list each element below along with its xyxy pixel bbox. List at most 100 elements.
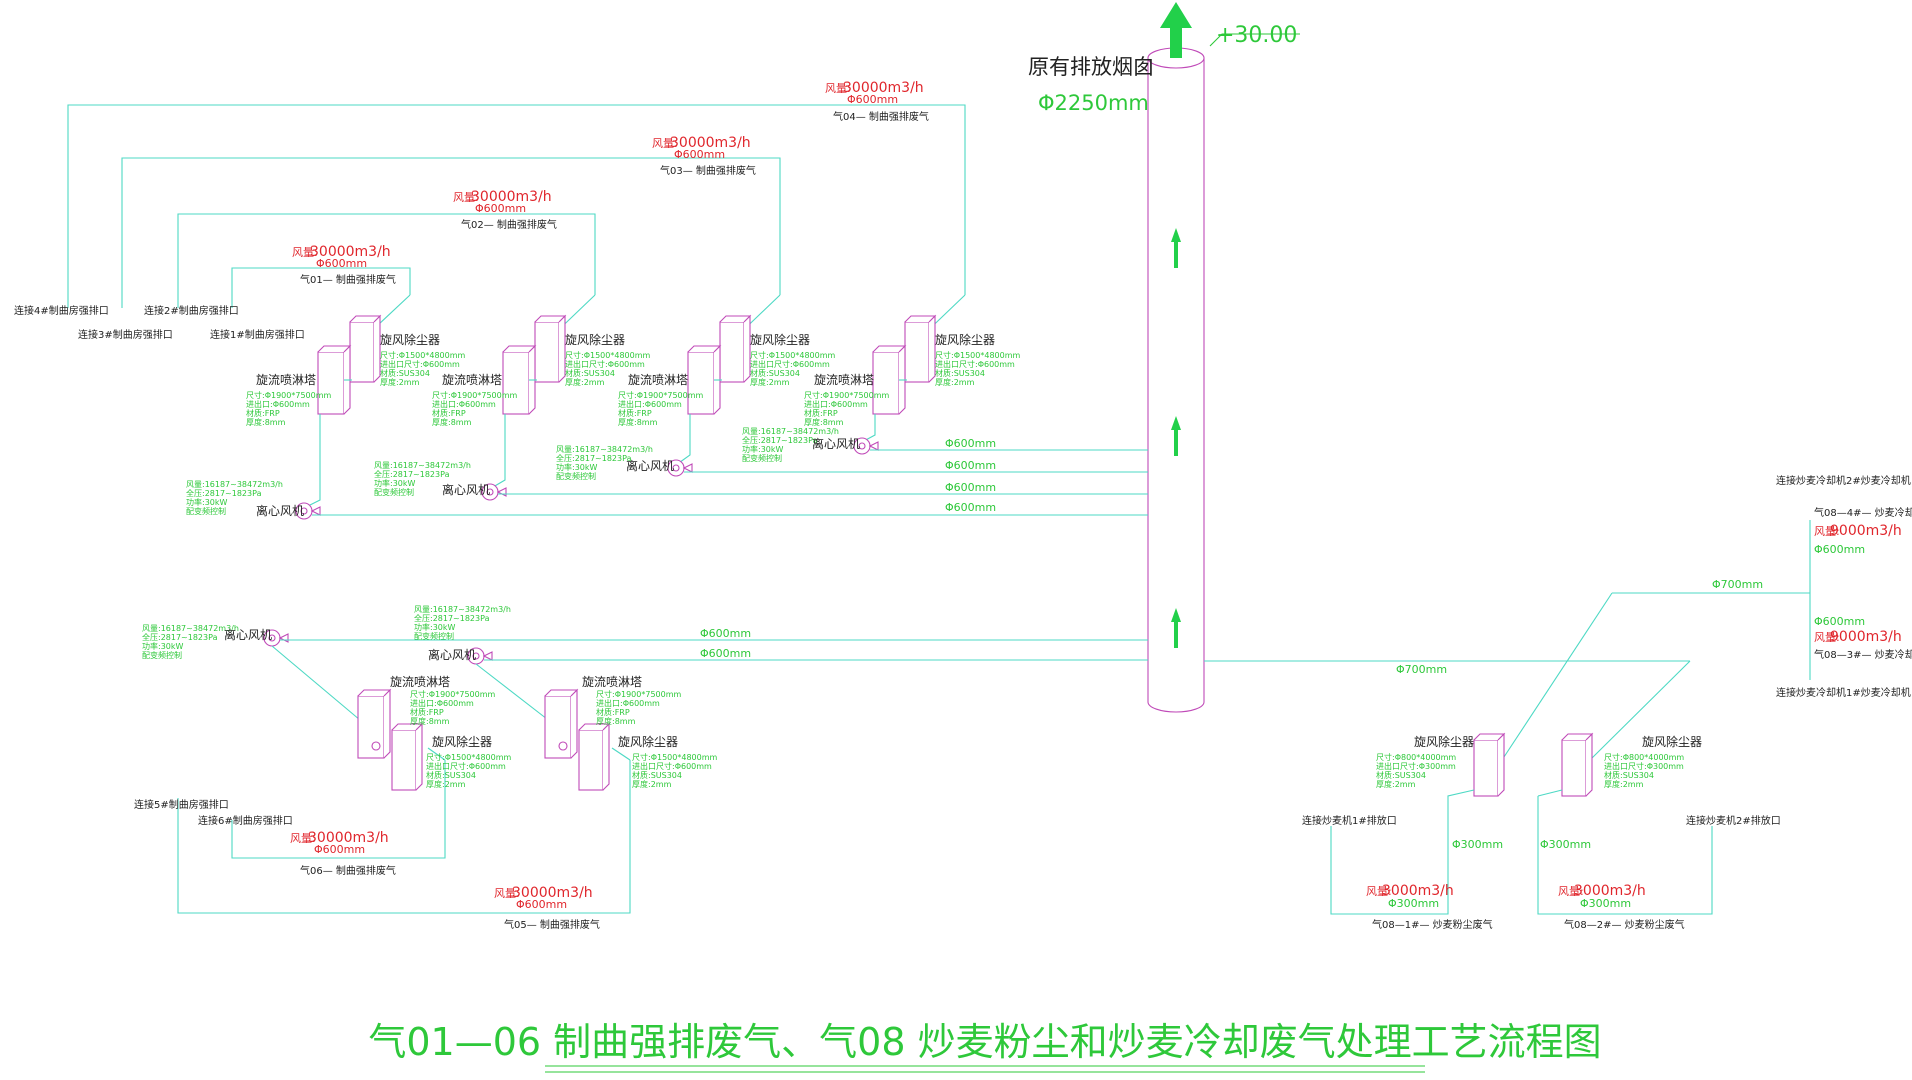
- svg-text:尺寸:Φ1500*4800mm: 尺寸:Φ1500*4800mm: [380, 350, 466, 360]
- upper-header-ducts: [67, 104, 966, 341]
- svg-text:功率:30kW: 功率:30kW: [414, 622, 456, 632]
- svg-text:气01—06 制曲强排废气、气08 炒麦粉尘和炒麦冷却废气处: 气01—06 制曲强排废气、气08 炒麦粉尘和炒麦冷却废气处理工艺流程图: [368, 1020, 1601, 1064]
- svg-text:旋流喷淋塔: 旋流喷淋塔: [628, 373, 688, 387]
- chimney: +30.00 原有排放烟囱 Φ2250mm: [1028, 2, 1300, 713]
- svg-text:连接炒麦机2#排放口: 连接炒麦机2#排放口: [1686, 814, 1781, 827]
- svg-text:尺寸:Φ1900*7500mm: 尺寸:Φ1900*7500mm: [432, 390, 518, 400]
- svg-text:进出口尺寸:Φ600mm: 进出口尺寸:Φ600mm: [426, 761, 506, 771]
- svg-text:厚度:2mm: 厚度:2mm: [1604, 779, 1644, 789]
- svg-text:厚度:2mm: 厚度:2mm: [632, 779, 672, 789]
- svg-text:3000m3/h: 3000m3/h: [1382, 883, 1454, 899]
- equipment-set-2: [481, 314, 1148, 501]
- svg-text:风量:16187~38472m3/h: 风量:16187~38472m3/h: [186, 480, 283, 489]
- svg-text:进出口尺寸:Φ600mm: 进出口尺寸:Φ600mm: [935, 359, 1015, 369]
- svg-text:风量:: 风量:: [1814, 631, 1840, 644]
- svg-text:材质:SUS304: 材质:SUS304: [1604, 770, 1654, 780]
- svg-text:气06— 制曲强排废气: 气06— 制曲强排废气: [300, 864, 396, 877]
- svg-text:进出口尺寸:Φ600mm: 进出口尺寸:Φ600mm: [565, 359, 645, 369]
- svg-text:Φ700mm: Φ700mm: [1712, 578, 1763, 591]
- svg-text:风量:: 风量:: [1558, 885, 1584, 898]
- chimney-diameter: Φ2250mm: [1038, 91, 1149, 115]
- svg-text:气03— 制曲强排废气: 气03— 制曲强排废气: [660, 164, 756, 177]
- svg-text:气04— 制曲强排废气: 气04— 制曲强排废气: [833, 110, 929, 123]
- svg-text:全压:2817~1823Pa: 全压:2817~1823Pa: [374, 469, 450, 479]
- svg-text:气01— 制曲强排废气: 气01— 制曲强排废气: [300, 273, 396, 286]
- right-ducts: [1204, 520, 1811, 915]
- svg-text:配变频控制: 配变频控制: [556, 471, 596, 481]
- svg-text:全压:2817~1823Pa: 全压:2817~1823Pa: [414, 613, 490, 623]
- svg-text:功率:30kW: 功率:30kW: [556, 462, 598, 472]
- svg-text:9000m3/h: 9000m3/h: [1830, 629, 1902, 645]
- lower-labels: 风量:16187~38472m3/h 全压:2817~1823Pa 功率:30k…: [134, 605, 751, 931]
- svg-text:Φ600mm: Φ600mm: [945, 459, 996, 472]
- spray-tower: [317, 351, 345, 415]
- equipment-set-1: [295, 314, 1148, 520]
- svg-text:旋风除尘器: 旋风除尘器: [565, 332, 625, 347]
- svg-text:旋流喷淋塔: 旋流喷淋塔: [390, 675, 450, 689]
- svg-text:Φ300mm: Φ300mm: [1388, 897, 1439, 910]
- svg-text:进出口:Φ600mm: 进出口:Φ600mm: [804, 399, 868, 409]
- svg-text:旋风除尘器: 旋风除尘器: [618, 734, 678, 749]
- svg-text:旋风除尘器: 旋风除尘器: [1414, 734, 1474, 749]
- svg-text:连接炒麦冷却机2#炒麦冷却机: 连接炒麦冷却机2#炒麦冷却机: [1776, 474, 1911, 487]
- svg-text:风量:: 风量:: [453, 191, 479, 204]
- svg-text:厚度:8mm: 厚度:8mm: [246, 417, 286, 427]
- svg-text:30000m3/h: 30000m3/h: [308, 830, 389, 846]
- svg-text:Φ600mm: Φ600mm: [516, 898, 567, 911]
- svg-text:气08—1#— 炒麦粉尘废气: 气08—1#— 炒麦粉尘废气: [1372, 918, 1493, 931]
- exhaust-arrow-icon: [1160, 2, 1192, 58]
- svg-text:进出口:Φ600mm: 进出口:Φ600mm: [596, 698, 660, 708]
- svg-text:Φ600mm: Φ600mm: [847, 93, 898, 106]
- svg-text:风量:: 风量:: [1366, 885, 1392, 898]
- svg-text:功率:30kW: 功率:30kW: [374, 478, 416, 488]
- svg-text:气02— 制曲强排废气: 气02— 制曲强排废气: [461, 218, 557, 231]
- svg-text:风量:: 风量:: [652, 137, 678, 150]
- svg-text:30000m3/h: 30000m3/h: [310, 244, 391, 260]
- svg-text:连接1#制曲房强排口: 连接1#制曲房强排口: [210, 328, 305, 341]
- svg-text:厚度:2mm: 厚度:2mm: [380, 377, 420, 387]
- svg-text:材质:SUS304: 材质:SUS304: [632, 770, 682, 780]
- svg-text:进出口尺寸:Φ600mm: 进出口尺寸:Φ600mm: [632, 761, 712, 771]
- svg-text:离心风机: 离心风机: [442, 482, 490, 497]
- svg-text:离心风机: 离心风机: [428, 647, 476, 662]
- svg-text:气05— 制曲强排废气: 气05— 制曲强排废气: [504, 918, 600, 931]
- svg-text:旋流喷淋塔: 旋流喷淋塔: [442, 373, 502, 387]
- svg-text:功率:30kW: 功率:30kW: [142, 641, 184, 651]
- svg-text:材质:SUS304: 材质:SUS304: [565, 368, 615, 378]
- cyclone-collector: [349, 321, 375, 383]
- svg-text:材质:SUS304: 材质:SUS304: [935, 368, 985, 378]
- svg-text:Φ600mm: Φ600mm: [700, 647, 751, 660]
- lower-equipment: [357, 688, 611, 791]
- svg-text:Φ600mm: Φ600mm: [1814, 543, 1865, 556]
- svg-text:Φ600mm: Φ600mm: [945, 481, 996, 494]
- svg-text:风量:: 风量:: [290, 832, 316, 845]
- svg-text:材质:FRP: 材质:FRP: [432, 408, 466, 418]
- svg-text:风量:16187~38472m3/h: 风量:16187~38472m3/h: [556, 445, 653, 454]
- svg-text:旋风除尘器: 旋风除尘器: [1642, 734, 1702, 749]
- svg-text:尺寸:Φ1500*4800mm: 尺寸:Φ1500*4800mm: [750, 350, 836, 360]
- svg-text:30000m3/h: 30000m3/h: [670, 135, 751, 151]
- svg-text:Φ600mm: Φ600mm: [945, 501, 996, 514]
- svg-text:尺寸:Φ1500*4800mm: 尺寸:Φ1500*4800mm: [565, 350, 651, 360]
- svg-text:风量:16187~38472m3/h: 风量:16187~38472m3/h: [742, 427, 839, 436]
- svg-text:厚度:8mm: 厚度:8mm: [410, 716, 450, 726]
- svg-text:厚度:2mm: 厚度:2mm: [750, 377, 790, 387]
- svg-text:尺寸:Φ1900*7500mm: 尺寸:Φ1900*7500mm: [596, 689, 682, 699]
- svg-text:Φ600mm: Φ600mm: [1814, 615, 1865, 628]
- svg-text:旋风除尘器: 旋风除尘器: [380, 332, 440, 347]
- svg-text:全压:2817~1823Pa: 全压:2817~1823Pa: [556, 453, 632, 463]
- svg-text:9000m3/h: 9000m3/h: [1830, 523, 1902, 539]
- svg-text:30000m3/h: 30000m3/h: [512, 885, 593, 901]
- svg-text:厚度:2mm: 厚度:2mm: [565, 377, 605, 387]
- equipment-set-3: [667, 314, 1148, 477]
- svg-text:连接炒麦冷却机1#炒麦冷却机: 连接炒麦冷却机1#炒麦冷却机: [1776, 686, 1911, 699]
- upper-equipment-labels: 旋风除尘器 尺寸:Φ1500*4800mm 进出口尺寸:Φ600mm 材质:SU…: [186, 332, 1021, 518]
- svg-text:材质:FRP: 材质:FRP: [804, 408, 838, 418]
- svg-text:Φ300mm: Φ300mm: [1452, 838, 1503, 851]
- svg-text:进出口:Φ600mm: 进出口:Φ600mm: [410, 698, 474, 708]
- svg-text:30000m3/h: 30000m3/h: [843, 80, 924, 96]
- svg-text:进出口尺寸:Φ300mm: 进出口尺寸:Φ300mm: [1376, 761, 1456, 771]
- svg-text:进出口尺寸:Φ600mm: 进出口尺寸:Φ600mm: [750, 359, 830, 369]
- svg-text:旋流喷淋塔: 旋流喷淋塔: [582, 675, 642, 689]
